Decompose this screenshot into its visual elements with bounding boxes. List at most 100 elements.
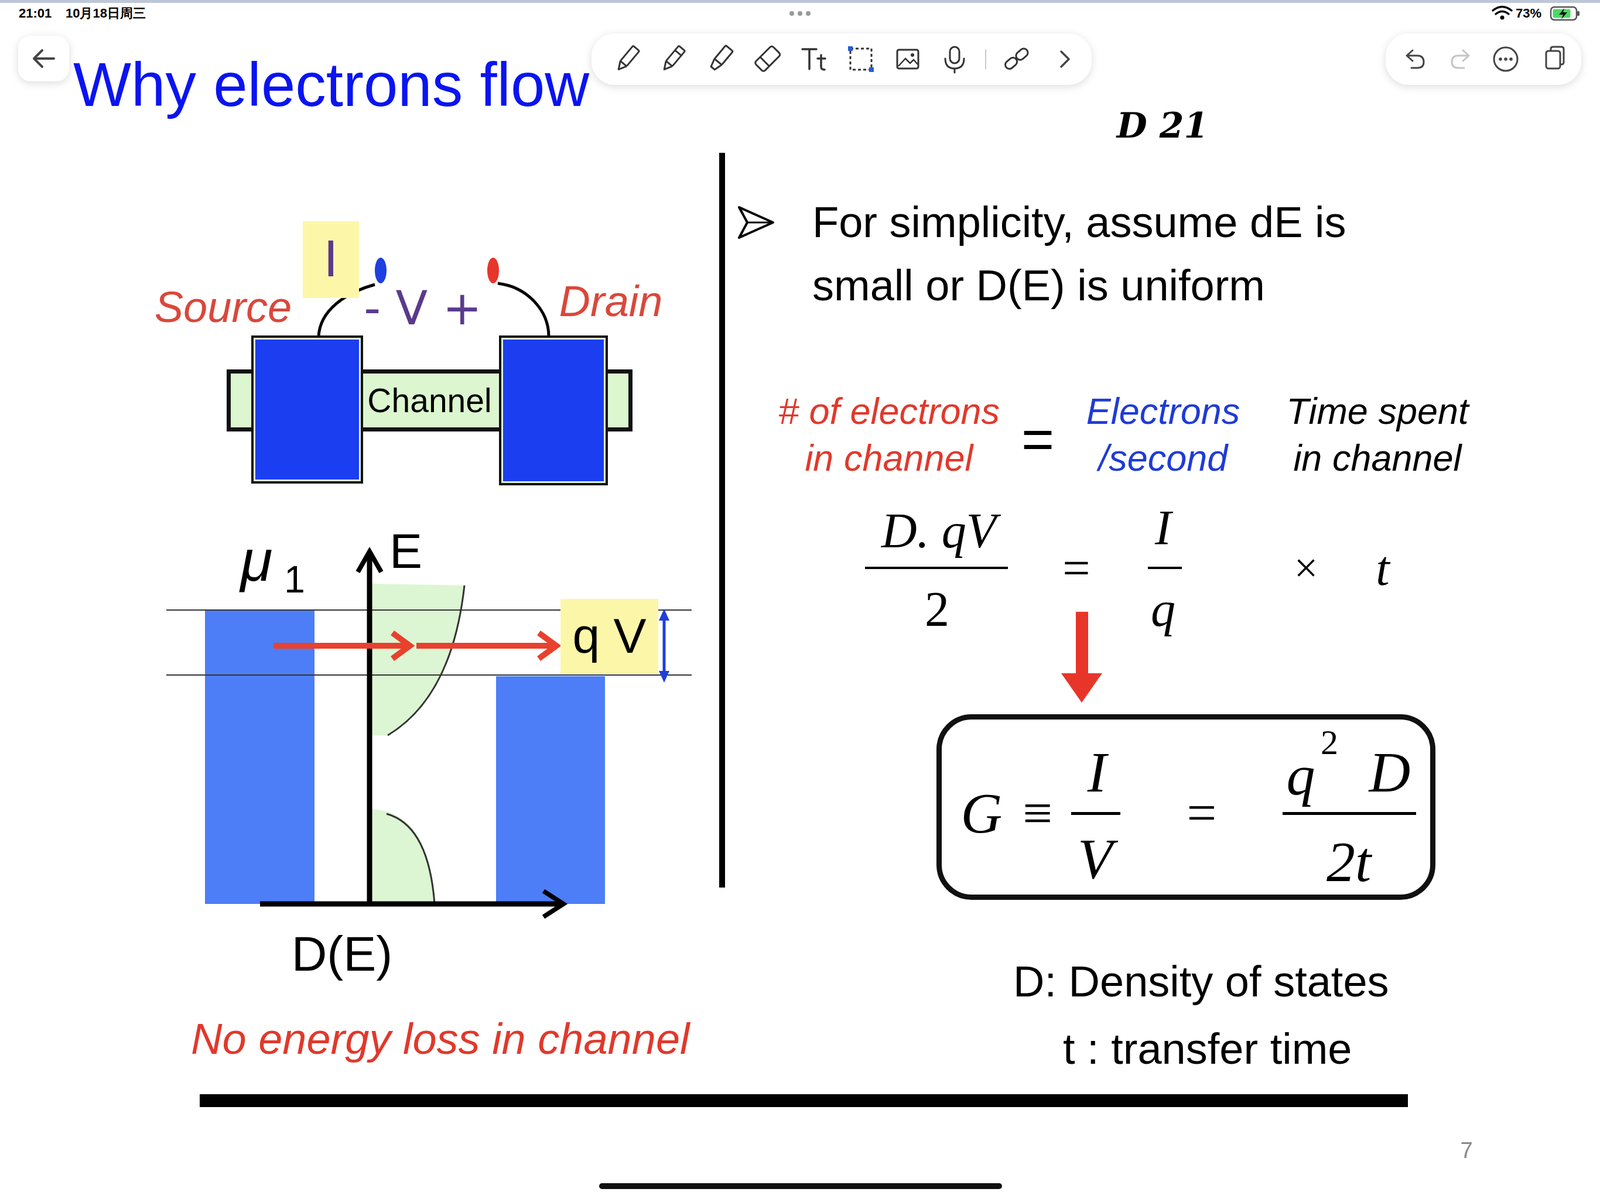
electron-flow-arrow — [416, 643, 552, 649]
chemical-potential-symbol: μ — [240, 525, 273, 596]
conductance-equation-box: G≡IV=q2D2t — [936, 714, 1436, 901]
drain-wire — [497, 283, 549, 337]
equation-part: = — [1187, 781, 1217, 846]
multitask-dot — [805, 11, 811, 16]
node-text: I — [323, 230, 339, 290]
undo-icon — [1406, 50, 1424, 68]
charging-bolt — [1559, 8, 1568, 20]
menu-icon — [1493, 47, 1518, 71]
mic-tool-icon — [949, 46, 960, 64]
text-tool-icon — [802, 49, 826, 70]
battery-percent: 73% — [1515, 5, 1542, 22]
highlighter-tool-icon — [709, 45, 734, 71]
equation-numerator: D. qV — [881, 501, 997, 561]
tool-bar — [591, 33, 1092, 85]
slide-title: Why electrons flow — [73, 48, 590, 122]
fraction-bar — [1147, 566, 1182, 570]
link-tool-icon — [1003, 46, 1030, 71]
eraser-tool-icon — [754, 45, 781, 73]
pages-icon — [1550, 46, 1564, 65]
image-tool-icon — [898, 58, 918, 67]
back-arrow-icon — [33, 50, 54, 67]
wifi-icon — [1495, 11, 1509, 15]
select-tool-icon — [850, 48, 872, 70]
bullet-arrowhead — [747, 221, 772, 224]
pen-tool-icon — [615, 60, 627, 73]
drain-filled-states — [496, 676, 605, 905]
tool-separator — [985, 49, 987, 70]
drain-contact: Drain — [503, 339, 604, 482]
pages-icon — [1546, 50, 1561, 69]
axis-label: D(E) — [291, 924, 393, 984]
dos-axis-head — [543, 891, 564, 918]
image-tool-icon — [897, 49, 919, 69]
equation-part: V — [1077, 824, 1113, 894]
mic-tool-icon — [945, 58, 964, 73]
pencil-tool-icon — [665, 45, 686, 67]
axis-label: E — [389, 521, 423, 581]
conduction-band-dos — [369, 583, 465, 736]
derivation-arrow — [1061, 673, 1103, 703]
bias-window-arrow — [662, 618, 666, 674]
fraction-bar — [1071, 812, 1121, 816]
bottom-rule — [199, 1094, 1408, 1108]
menu-icon — [1498, 57, 1503, 61]
menu-icon — [1503, 57, 1508, 61]
symbol-definition: D: Density of states — [1013, 955, 1390, 1008]
node-text: Channel — [367, 380, 492, 421]
negative-terminal — [374, 257, 387, 284]
bias-window-arrow — [658, 609, 670, 621]
equation-part: I — [1087, 737, 1107, 808]
multitask-dot — [797, 11, 803, 16]
bullet-text: For simplicity, assume dE is small or D(… — [812, 190, 1445, 318]
subscript: 1 — [284, 557, 306, 603]
equation-part: G — [961, 778, 1003, 849]
conduction-band-dos — [387, 585, 465, 736]
highlight-box: q V — [560, 599, 659, 674]
valence-band-dos — [386, 814, 435, 905]
top-edge-line — [0, 0, 1600, 3]
electron-flow-arrow — [538, 633, 557, 659]
voltage-label: - V + — [363, 280, 482, 337]
back-button — [18, 35, 70, 82]
battery-cap — [1577, 11, 1580, 16]
equation-part: Drain — [559, 275, 663, 328]
pencil-tool-icon — [661, 50, 682, 73]
valence-band-dos — [369, 809, 435, 905]
select-tool-icon — [869, 67, 874, 73]
equation-part: 2 — [1320, 721, 1339, 764]
times-sign: × — [1294, 542, 1319, 594]
highlighter-tool-icon — [714, 45, 734, 65]
eraser-tool-icon — [760, 56, 770, 67]
symbol-definition: t : transfer time — [1062, 1023, 1352, 1076]
equation-denominator: 2 — [924, 579, 950, 639]
redo-icon — [1451, 50, 1469, 68]
menu-icon — [1509, 57, 1513, 61]
energy-axis — [367, 553, 373, 905]
source-filled-states — [204, 610, 315, 905]
handwritten-note: D 21 — [1116, 104, 1209, 147]
action-bar — [1385, 33, 1582, 85]
status-time: 21:01 — [18, 5, 52, 22]
equation-part: q — [1286, 740, 1316, 810]
wifi-icon — [1500, 15, 1505, 20]
eraser-tool-icon — [754, 45, 781, 73]
page-number: 7 — [1460, 1137, 1473, 1165]
electron-flow-arrow — [273, 643, 406, 649]
pen-tool-icon — [620, 45, 640, 67]
dos-axis — [260, 901, 560, 908]
electron-flow-arrow — [392, 633, 410, 659]
equation-part: D — [1369, 737, 1411, 808]
energy-axis-head — [357, 551, 382, 573]
more-chevron-icon — [1061, 51, 1069, 67]
bias-window-arrow — [658, 671, 670, 683]
column-divider — [719, 152, 726, 888]
fraction-bar — [865, 566, 1008, 570]
image-tool-icon — [910, 53, 915, 57]
drain-level-line — [166, 674, 692, 676]
battery-icon — [1550, 7, 1577, 20]
derivation-arrow — [1075, 612, 1089, 677]
positive-terminal — [487, 257, 499, 284]
word-equation-term: # of electrons in channel — [766, 387, 1013, 482]
